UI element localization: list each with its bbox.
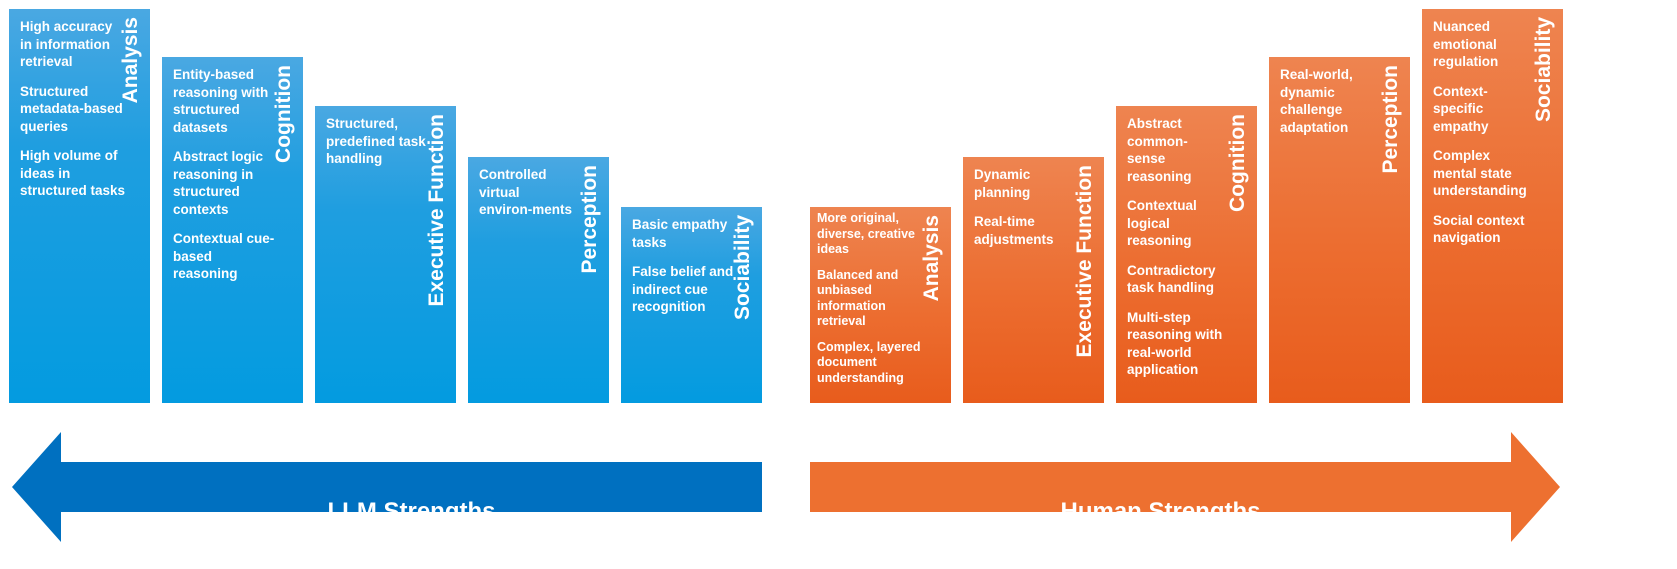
column-items: Abstract common-sense reasoning Contextu… [1127, 115, 1233, 391]
llm-column-analysis: High accuracy in information retrieval S… [9, 9, 150, 403]
column-item: Abstract logic reasoning in structured c… [173, 149, 264, 217]
column-item: Real-time adjustments [974, 214, 1054, 247]
column-item: Contextual logical reasoning [1127, 198, 1197, 248]
column-item: High volume of ideas in structured tasks [20, 148, 126, 198]
column-items: Nuanced emotional regulation Context-spe… [1433, 18, 1537, 259]
human-column-sociability: Nuanced emotional regulation Context-spe… [1422, 9, 1563, 403]
column-item: Context-specific empathy [1433, 83, 1489, 134]
column-items: Dynamic planning Real-time adjustments [974, 166, 1080, 260]
column-item: Balanced and unbiased information retrie… [817, 267, 899, 329]
column-item: More original, diverse, creative ideas [817, 211, 915, 256]
human-column-cognition: Abstract common-sense reasoning Contextu… [1116, 106, 1257, 403]
column-item: Abstract common-sense reasoning [1127, 116, 1192, 184]
column-item: False belief and indirect cue recognitio… [632, 264, 734, 314]
column-item: Entity-based reasoning with structured d… [173, 67, 269, 135]
llm-column-cognition: Entity-based reasoning with structured d… [162, 57, 303, 403]
column-items: High accuracy in information retrieval S… [20, 18, 126, 212]
column-items: Structured, predefined task handling [326, 115, 432, 180]
human-column-analysis: More original, diverse, creative ideas B… [810, 207, 951, 403]
llm-column-perception: Controlled virtual environ-ments Percept… [468, 157, 609, 403]
column-item: Basic empathy tasks [632, 217, 728, 250]
column-items: Real-world, dynamic challenge adaptation [1280, 66, 1370, 148]
column-item: Multi-step reasoning with real-world app… [1127, 309, 1223, 378]
column-items: Basic empathy tasks False belief and ind… [632, 216, 738, 328]
human-column-executive-function: Dynamic planning Real-time adjustments E… [963, 157, 1104, 403]
column-item: Complex, layered document understanding [817, 339, 921, 385]
column-item: Real-world, dynamic challenge adaptation [1280, 67, 1353, 135]
column-item: Contradictory task handling [1127, 262, 1216, 296]
column-item: Contextual cue-based reasoning [173, 231, 275, 281]
column-items: More original, diverse, creative ideas B… [817, 211, 925, 396]
column-item: High accuracy in information retrieval [20, 19, 113, 69]
human-arrow [810, 432, 1560, 542]
llm-strengths-label: LLM Strengths [327, 498, 496, 525]
column-items: Entity-based reasoning with structured d… [173, 66, 279, 295]
column-item: Structured metadata-based queries [20, 83, 123, 134]
column-item: Nuanced emotional regulation [1433, 19, 1499, 69]
human-column-perception: Real-world, dynamic challenge adaptation… [1269, 57, 1410, 403]
column-item: Structured, predefined task handling [326, 116, 426, 166]
column-item: Controlled virtual environ-ments [479, 167, 573, 217]
column-items: Controlled virtual environ-ments [479, 166, 575, 231]
llm-column-executive-function: Structured, predefined task handling Exe… [315, 106, 456, 403]
column-item: Complex mental state understanding [1433, 148, 1527, 198]
column-item: Dynamic planning [974, 167, 1031, 200]
llm-arrow [12, 432, 762, 542]
human-strengths-label: Human Strengths [1060, 498, 1261, 525]
llm-column-sociability: Basic empathy tasks False belief and ind… [621, 207, 762, 403]
column-item: Social context navigation [1433, 212, 1525, 246]
